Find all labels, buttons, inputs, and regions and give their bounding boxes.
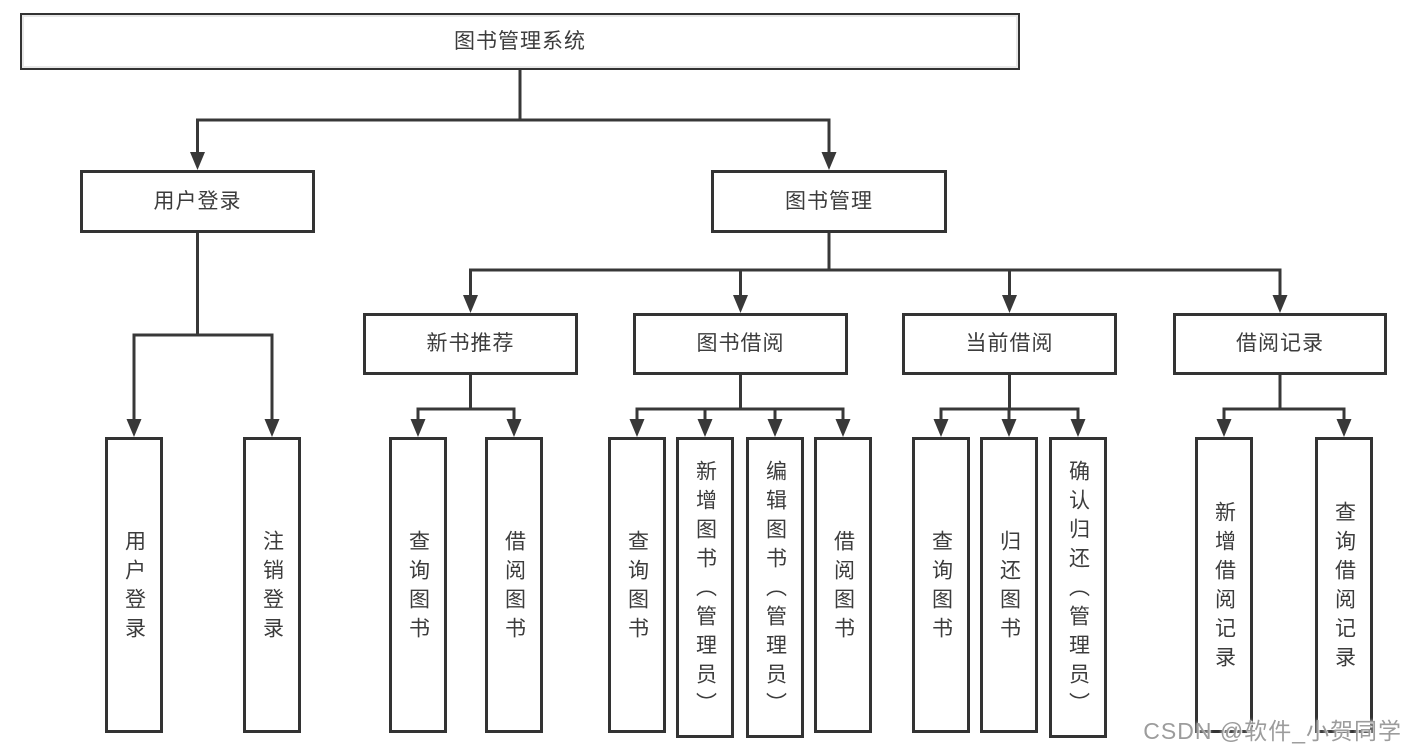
node-new-book-recommend: 新书推荐 (363, 313, 578, 375)
arrow-down-icon (126, 419, 142, 437)
connector-current-borrow-to-leaves (933, 375, 1086, 437)
arrow-down-icon (1272, 295, 1288, 313)
arrow-down-icon (1001, 419, 1017, 437)
node-book-borrow: 图书借阅 (633, 313, 848, 375)
arrow-down-icon (835, 419, 851, 437)
node-current-borrow: 当前借阅 (902, 313, 1117, 375)
arrow-down-icon (733, 295, 748, 313)
leaf-current-confirm-return-admin: 确认归还（管理员） (1049, 437, 1107, 738)
leaf-recommend-query-book: 查询图书 (389, 437, 447, 733)
connector-book-management-to-level2 (463, 233, 1288, 313)
arrow-down-icon (463, 295, 478, 313)
node-borrow-records: 借阅记录 (1173, 313, 1387, 375)
arrow-down-icon (629, 419, 645, 437)
arrow-down-icon (1002, 295, 1017, 313)
arrow-down-icon (1336, 419, 1352, 437)
arrow-down-icon (506, 419, 522, 437)
node-user-login: 用户登录 (80, 170, 315, 233)
arrow-down-icon (933, 419, 949, 437)
leaf-borrow-add-book-admin: 新增图书（管理员） (676, 437, 734, 738)
arrow-down-icon (697, 419, 713, 437)
arrow-down-icon (821, 152, 837, 170)
leaf-borrow-edit-book-admin: 编辑图书（管理员） (746, 437, 804, 738)
connector-borrow-records-to-leaves (1216, 375, 1352, 437)
leaf-user-login: 用户登录 (105, 437, 163, 733)
leaf-borrow-borrow-book: 借阅图书 (814, 437, 872, 733)
leaf-borrow-query-book: 查询图书 (608, 437, 666, 733)
leaf-current-query-book: 查询图书 (912, 437, 970, 733)
arrow-down-icon (767, 419, 783, 437)
arrow-down-icon (1216, 419, 1232, 437)
arrow-down-icon (1070, 419, 1086, 437)
leaf-current-return-book: 归还图书 (980, 437, 1038, 733)
leaf-records-add-record: 新增借阅记录 (1195, 437, 1253, 733)
leaf-records-query-record: 查询借阅记录 (1315, 437, 1373, 733)
arrow-down-icon (190, 152, 205, 170)
connector-new-book-recommend-to-leaves (410, 375, 522, 437)
arrow-down-icon (264, 419, 280, 437)
connector-user-login-to-leaves (126, 233, 280, 437)
leaf-recommend-borrow-book: 借阅图书 (485, 437, 543, 733)
leaf-logout: 注销登录 (243, 437, 301, 733)
node-library-management-system: 图书管理系统 (20, 13, 1020, 70)
node-book-management: 图书管理 (711, 170, 947, 233)
connector-book-borrow-to-leaves (629, 375, 851, 437)
connector-root-to-level1 (190, 70, 837, 170)
arrow-down-icon (410, 419, 426, 437)
csdn-watermark: CSDN @软件_小贺同学 (1143, 718, 1402, 744)
